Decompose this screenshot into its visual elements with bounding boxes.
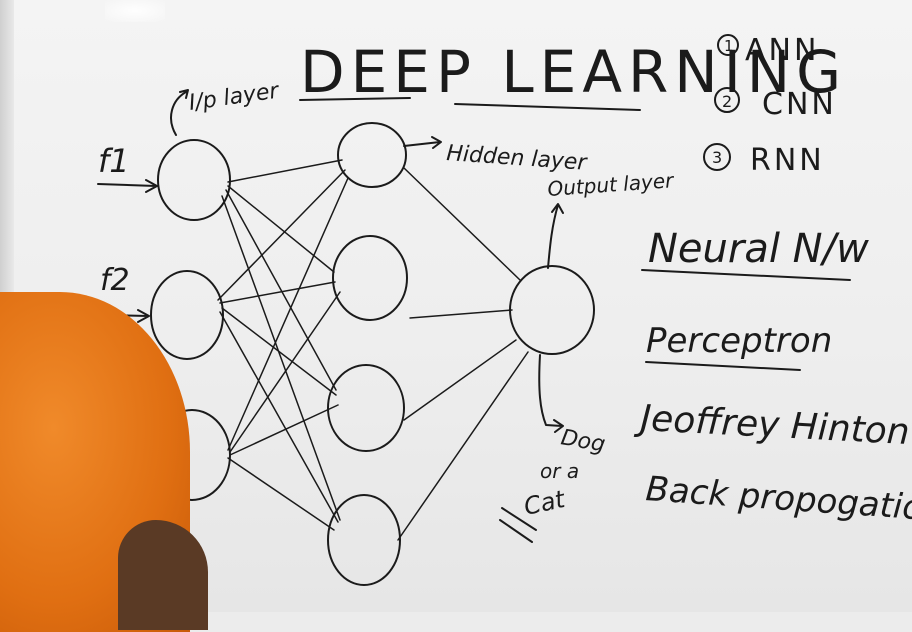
topics-list: 1 ANN 2 CNN 3 RNN [703, 33, 837, 178]
topic-item-3: 3 RNN [703, 143, 825, 178]
hidden-neuron-2 [332, 235, 408, 321]
input-neuron-2 [150, 270, 224, 360]
hidden-neuron-1 [337, 122, 407, 188]
curved-arrow-icon [170, 89, 189, 136]
note-item: Perceptron [646, 321, 832, 361]
output-neuron [509, 265, 595, 355]
input-hidden-connections [217, 159, 349, 531]
note-underline [641, 269, 851, 281]
whiteboard-drawing: DEEP LEARNING 1 ANN 2 CNN 3 RNN [69, 33, 912, 586]
topic-label: ANN [745, 33, 819, 68]
note-item: Jeoffrey Hinton [634, 398, 911, 453]
note-item: Neural N/w [648, 226, 869, 272]
title-underline-right [454, 103, 641, 111]
underline-marks [499, 507, 537, 543]
title-text: DEEP LEARNING [300, 38, 847, 106]
topic-number: 1 [724, 37, 734, 55]
arrow-icon [547, 203, 564, 269]
output-result: Dog or a Cat [521, 425, 607, 521]
output-result-line-1: Dog [559, 425, 607, 457]
hidden-neuron-4 [327, 494, 401, 586]
number-circle-3 [703, 143, 731, 171]
presenter-arm [118, 520, 208, 630]
input-layer [150, 139, 231, 501]
topic-item-2: 2 CNN [714, 87, 837, 122]
topic-label: CNN [762, 87, 837, 122]
hidden-output-connections [397, 167, 529, 541]
input-layer-label: I/p layer [187, 78, 282, 116]
feature-label: f1 [98, 142, 130, 180]
output-result-line-3: Cat [521, 485, 568, 521]
hidden-layer [327, 122, 408, 586]
input-neuron-1 [157, 139, 231, 221]
topic-number: 3 [712, 148, 722, 167]
note-underline [645, 361, 801, 371]
hidden-neuron-3 [327, 364, 405, 452]
number-circle-2 [714, 87, 740, 113]
hidden-layer-label: Hidden layer [446, 141, 590, 176]
note-item: Back propogation [644, 469, 912, 530]
arrow-icon [97, 179, 158, 193]
arrow-icon [538, 354, 564, 433]
notes: Neural N/w Perceptron Jeoffrey Hinton Ba… [634, 226, 912, 530]
output-result-line-2: or a [540, 459, 579, 483]
arrow-icon [403, 136, 442, 149]
light-glare [105, 0, 165, 22]
topic-number: 2 [722, 92, 732, 111]
topic-item-1: 1 ANN [717, 33, 819, 68]
topic-label: RNN [750, 143, 825, 178]
input-f1: f1 [97, 142, 158, 193]
number-circle-1 [717, 34, 739, 56]
feature-label: f2 [100, 263, 130, 298]
title-underline-left [299, 97, 411, 101]
